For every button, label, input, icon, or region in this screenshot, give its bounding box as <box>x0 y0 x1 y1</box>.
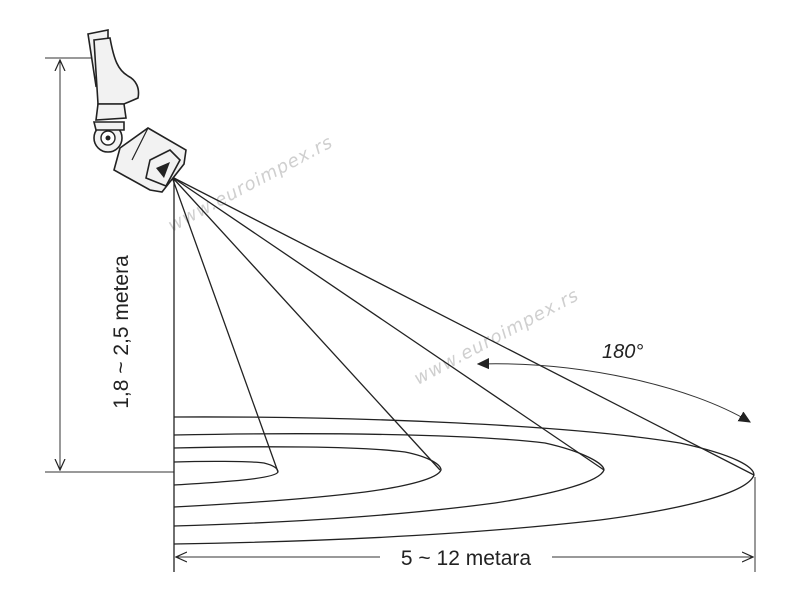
ray-4 <box>171 176 755 476</box>
lobe-3 <box>173 433 605 527</box>
distance-label-backdrop <box>380 545 552 569</box>
lobe-1 <box>173 460 279 486</box>
motion-sensor-device-icon <box>87 29 187 193</box>
lobe-4 <box>173 416 755 545</box>
height-label: 1,8 ~ 2,5 metera <box>110 255 133 409</box>
lobe-2 <box>173 446 442 508</box>
mount-bracket <box>93 37 140 105</box>
detection-lobes <box>173 416 755 545</box>
ray-2 <box>171 176 441 471</box>
angle-label: 180° <box>602 341 643 363</box>
mount-neck <box>95 103 127 121</box>
watermark-top: www.euroimpex.rs <box>164 132 336 237</box>
detection-rays <box>171 176 755 476</box>
angle-arc <box>478 364 750 422</box>
distance-label: 5 ~ 12 metara <box>401 547 531 570</box>
ray-1 <box>171 176 279 473</box>
